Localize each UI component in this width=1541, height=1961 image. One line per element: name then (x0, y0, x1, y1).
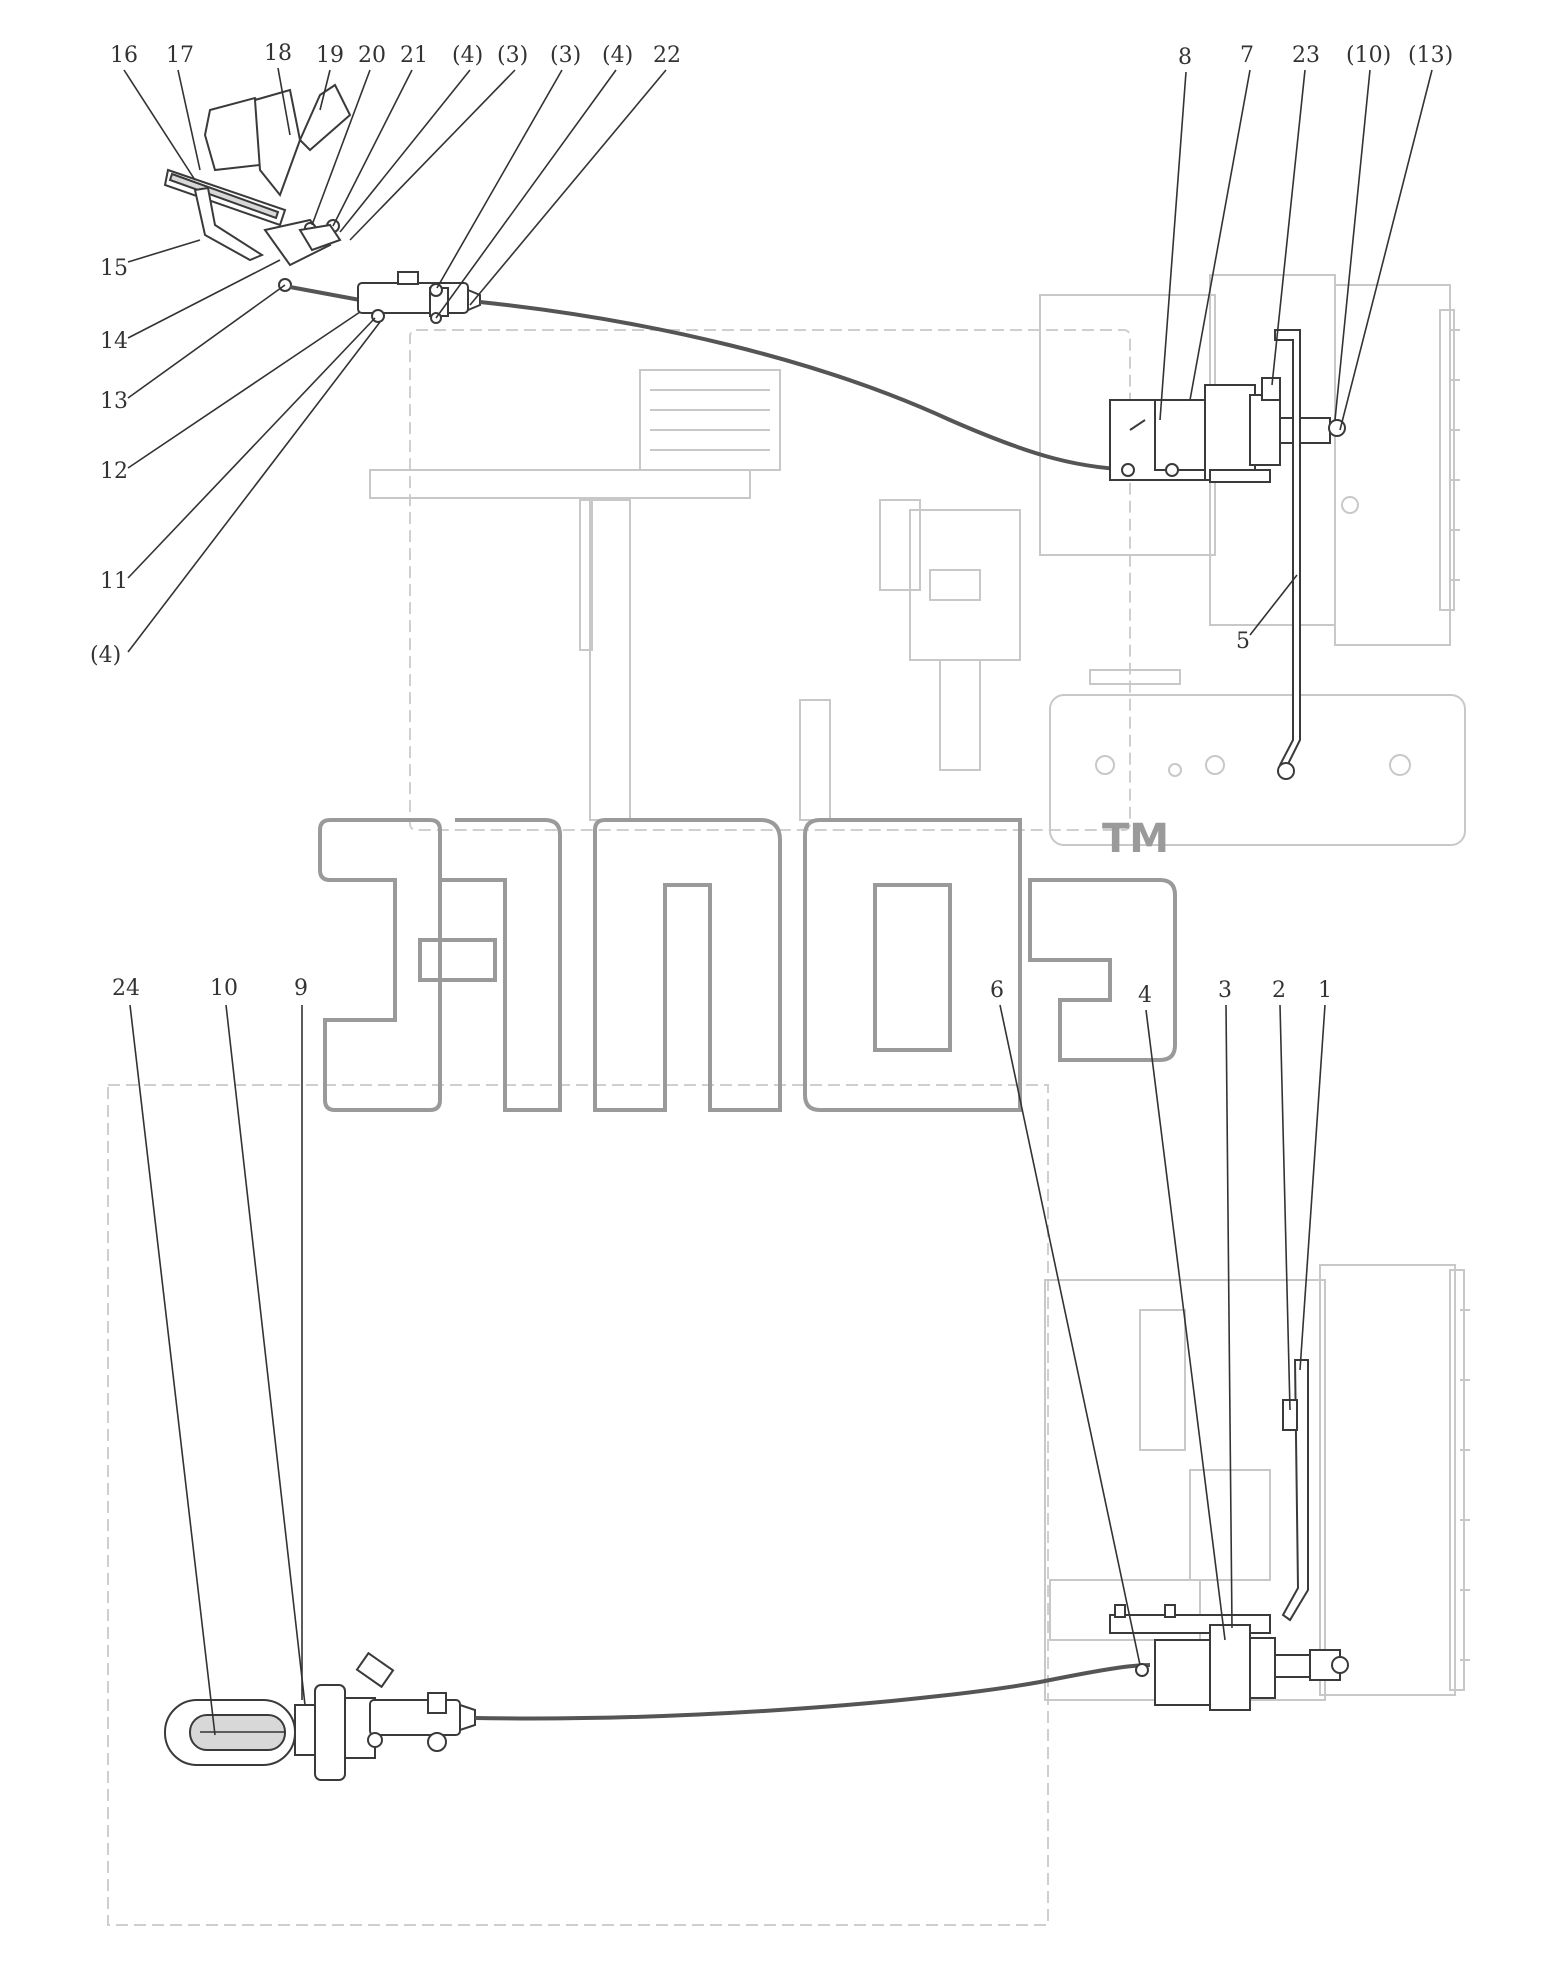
clutch-pedal (163, 83, 352, 292)
top-assembly (163, 83, 1346, 780)
callout-19: 19 (316, 43, 344, 68)
callout-18: 18 (264, 41, 292, 66)
callout-1: 1 (1318, 978, 1332, 1003)
callout-6: 6 (990, 978, 1004, 1003)
callout-24: 24 (112, 976, 140, 1001)
background-chassis-outline (107, 274, 1470, 1926)
callout-2: 2 (1272, 978, 1286, 1003)
callout-8: 8 (1178, 45, 1192, 70)
callout-10: (10) (1346, 43, 1391, 68)
clutch-reservoir (164, 1651, 476, 1781)
hydraulic-tube-top (479, 300, 1146, 472)
watermark-logo: TM (318, 816, 1177, 1112)
callout-10-bottom: 10 (210, 976, 238, 1001)
callout-3: 3 (1218, 978, 1232, 1003)
callout-23: 23 (1292, 43, 1320, 68)
master-cylinder (289, 271, 481, 324)
callout-5: 5 (1236, 629, 1250, 654)
callout-4-left: (4) (90, 643, 121, 668)
callout-9: 9 (294, 976, 308, 1001)
slave-cylinder-bottom (1109, 1604, 1349, 1711)
callout-16: 16 (110, 43, 138, 68)
callout-13-left: 13 (100, 389, 128, 414)
callout-15: 15 (100, 256, 128, 281)
callout-20: 20 (358, 43, 386, 68)
callout-3a: (3) (497, 43, 528, 68)
bottom-callouts: 24 10 9 6 4 3 2 1 (112, 976, 1332, 1008)
callout-4-bottom: 4 (1138, 983, 1152, 1008)
callout-4a: (4) (452, 43, 483, 68)
callout-7: 7 (1240, 43, 1254, 68)
callout-13: (13) (1408, 43, 1453, 68)
bottom-leader-lines (129, 1004, 1326, 1736)
hydraulic-tube-bottom (474, 1663, 1151, 1721)
callout-4b: (4) (602, 43, 633, 68)
trademark-symbol: TM (1102, 816, 1169, 862)
release-lever-bottom (1281, 1359, 1309, 1622)
top-leader-lines (123, 67, 1433, 653)
bottom-assembly (164, 1359, 1349, 1781)
callout-12: 12 (100, 459, 128, 484)
callout-21: 21 (400, 43, 428, 68)
top-callouts: 16 17 18 19 20 21 (4) (3) (3) (4) 22 8 7… (90, 41, 1453, 668)
slave-cylinder (1109, 377, 1346, 483)
callout-14: 14 (100, 329, 128, 354)
callout-11: 11 (100, 569, 128, 594)
callout-17: 17 (166, 43, 194, 68)
callout-3b: (3) (550, 43, 581, 68)
callout-22: 22 (653, 43, 681, 68)
